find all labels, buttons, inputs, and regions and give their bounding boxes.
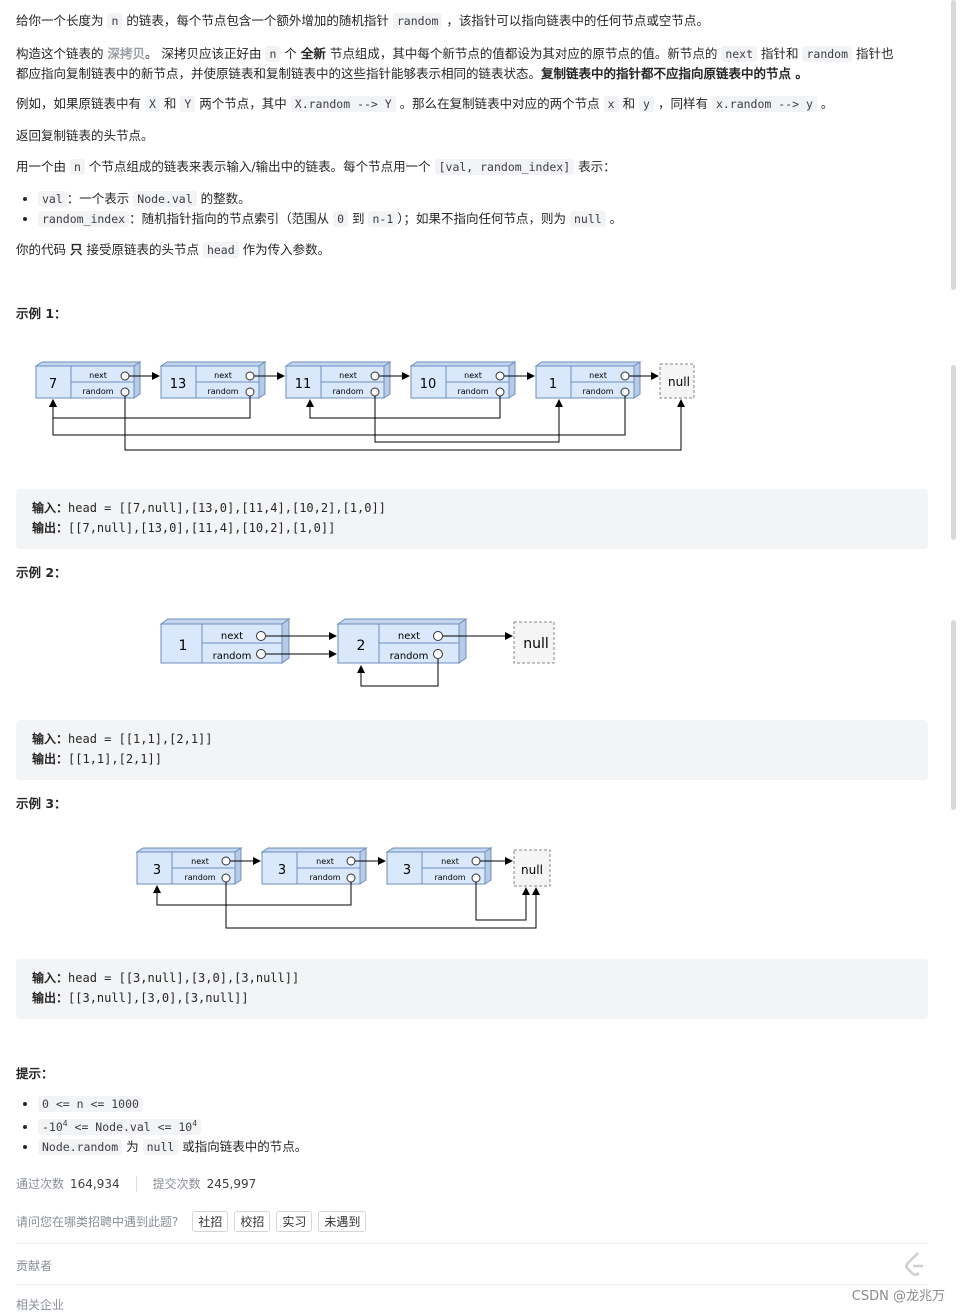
example-1-diagram: 7 next random 13 next random 11 next	[34, 361, 695, 451]
svg-text:null: null	[668, 375, 690, 389]
example-3-code: 输入：head = [[3,null],[3,0],[3,null]] 输出：[…	[16, 959, 928, 1019]
example-1-code: 输入：head = [[7,null],[13,0],[11,4],[10,2]…	[16, 489, 928, 549]
ex1-node-4: 1 next random	[534, 361, 642, 399]
leetcode-logo-icon	[905, 1252, 923, 1277]
intro-paragraph-2: 构造这个链表的 深拷贝。 深拷贝应该正好由 n 个 全新 节点组成，其中每个新节…	[16, 46, 894, 81]
example-2-title: 示例 2：	[16, 565, 67, 580]
recruitment-survey: 请问您在哪类招聘中遇到此题? 社招 校招 实习 未遇到	[16, 1211, 367, 1232]
ex3-arrows	[153, 857, 540, 929]
ex2-node-1: 2 next random	[336, 618, 468, 664]
svg-text:null: null	[523, 636, 549, 652]
scrollbar[interactable]	[951, 0, 956, 290]
intro-paragraph-3: 例如，如果原链表中有 X 和 Y 两个节点，其中 X.random --> Y …	[16, 96, 834, 112]
scrollbar[interactable]	[951, 365, 956, 540]
passed-count: 164,934	[70, 1176, 120, 1191]
submission-stats: 通过次数 164,934 提交次数 245,997	[16, 1175, 256, 1192]
ex2-node-0: 1 next random	[159, 618, 291, 664]
ex3-node-0-val: 3	[153, 863, 161, 878]
hint-item: -104 <= Node.val <= 104	[38, 1114, 928, 1137]
next-label: next	[398, 631, 420, 642]
random-label: random	[82, 387, 113, 396]
ex3-node-1-val: 3	[278, 863, 286, 878]
example-2-diagram: 1 next random 2 next random null	[159, 618, 555, 687]
hints-list: 0 <= n <= 1000 -104 <= Node.val <= 104 N…	[16, 1094, 928, 1157]
passed-label: 通过次数	[16, 1177, 65, 1191]
next-label: next	[316, 857, 334, 866]
ex2-arrows	[266, 632, 513, 687]
example-1-title: 示例 1：	[16, 306, 67, 321]
intro-paragraph-4: 返回复制链表的头节点。	[16, 128, 154, 143]
intro-paragraph-6: 你的代码 只 接受原链表的头节点 head 作为传入参数。	[16, 242, 331, 258]
random-label: random	[457, 387, 488, 396]
format-item-random-index: random_index：随机指针指向的节点索引（范围从 0 到 n-1）；如果…	[38, 209, 928, 229]
ex2-node-0-val: 1	[179, 638, 188, 654]
ex3-node-2: 3 next random	[385, 847, 493, 885]
next-label: next	[464, 371, 482, 380]
survey-option-not-met[interactable]: 未遇到	[318, 1211, 367, 1232]
hints-title: 提示：	[16, 1066, 54, 1081]
submitted-label: 提交次数	[152, 1177, 201, 1191]
related-companies-section[interactable]: 相关企业	[16, 1298, 65, 1312]
random-label: random	[207, 387, 238, 396]
survey-question: 请问您在哪类招聘中遇到此题?	[16, 1215, 179, 1229]
ex1-node-4-val: 1	[549, 377, 557, 392]
divider	[16, 1284, 928, 1285]
next-label: next	[89, 371, 107, 380]
ex1-node-1-val: 13	[170, 377, 187, 392]
survey-option-internship[interactable]: 实习	[276, 1211, 313, 1232]
svg-text:null: null	[521, 863, 543, 877]
next-label: next	[441, 857, 459, 866]
ex1-node-0-val: 7	[49, 377, 57, 392]
ex3-node-0: 3 next random	[135, 847, 243, 885]
submitted-count: 245,997	[206, 1176, 257, 1191]
hint-item: Node.random 为 null 或指向链表中的节点。	[38, 1137, 928, 1157]
contributors-section[interactable]: 贡献者	[16, 1259, 53, 1273]
next-label: next	[214, 371, 232, 380]
example-3-diagram: 3 next random 3 next random 3 next	[135, 847, 551, 929]
example-3-title: 示例 3：	[16, 796, 67, 811]
ex1-node-2: 11 next random	[284, 361, 392, 399]
divider	[16, 1243, 928, 1244]
random-label: random	[582, 387, 613, 396]
ex1-node-3-val: 10	[420, 377, 437, 392]
next-label: next	[589, 371, 607, 380]
format-item-val: val：一个表示 Node.val 的整数。	[38, 189, 928, 209]
ex2-node-1-val: 2	[357, 638, 366, 654]
ex1-random-arrows	[49, 396, 685, 451]
scrollbar[interactable]	[951, 620, 956, 810]
ex1-null-node: null	[659, 363, 695, 399]
ex3-node-1: 3 next random	[260, 847, 368, 885]
survey-option-campus[interactable]: 校招	[234, 1211, 271, 1232]
ex2-null-node: null	[513, 621, 555, 664]
survey-option-social[interactable]: 社招	[192, 1211, 229, 1232]
next-label: next	[221, 631, 243, 642]
next-label: next	[191, 857, 209, 866]
random-label: random	[332, 387, 363, 396]
ex1-node-3: 10 next random	[409, 361, 517, 399]
random-label: random	[309, 873, 340, 882]
example-2-code: 输入：head = [[1,1],[2,1]] 输出：[[1,1],[2,1]]	[16, 720, 928, 780]
format-list: val：一个表示 Node.val 的整数。 random_index：随机指针…	[16, 189, 928, 229]
random-label: random	[390, 651, 429, 662]
next-label: next	[339, 371, 357, 380]
random-label: random	[184, 873, 215, 882]
random-label: random	[434, 873, 465, 882]
ex3-null-node: null	[513, 849, 551, 887]
csdn-watermark: CSDN @龙兆万	[851, 1289, 945, 1304]
ex1-node-0: 7 next random	[34, 361, 142, 399]
random-label: random	[213, 651, 252, 662]
ex1-node-1: 13 next random	[159, 361, 267, 399]
intro-paragraph-5: 用一个由 n 个节点组成的链表来表示输入/输出中的链表。每个节点用一个 [val…	[16, 159, 616, 175]
intro-paragraph-1: 给你一个长度为 n 的链表，每个节点包含一个额外增加的随机指针 random ，…	[16, 13, 709, 29]
hint-item: 0 <= n <= 1000	[38, 1094, 928, 1114]
ex1-node-2-val: 11	[295, 377, 312, 392]
ex3-node-2-val: 3	[403, 863, 411, 878]
